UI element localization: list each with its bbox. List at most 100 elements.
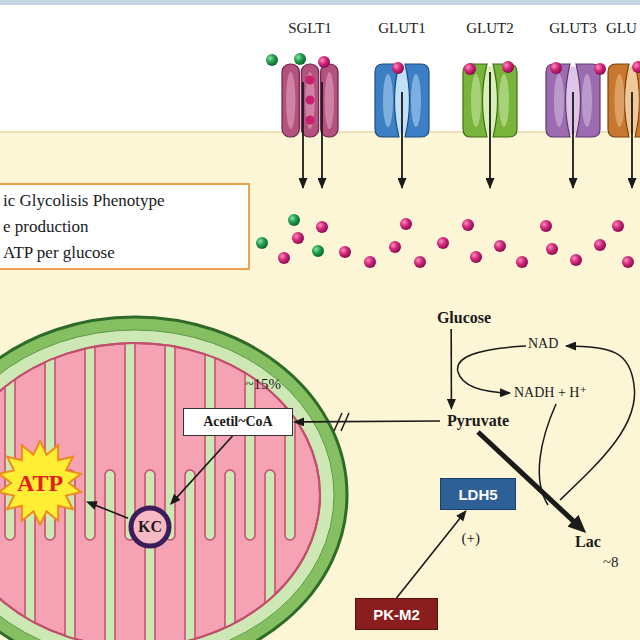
crista (265, 470, 275, 640)
metabolite-name: Pyruvate (447, 412, 509, 430)
glucose-molecule (318, 56, 330, 68)
sodium-ion (256, 237, 268, 249)
glucose-molecule (437, 237, 449, 249)
intermembrane-space (0, 330, 334, 640)
crista (105, 470, 115, 640)
transporter-protein: SGLT1 (278, 18, 342, 140)
glucose-molecule (464, 63, 476, 75)
transporter-protein: GLUT2 (460, 18, 520, 140)
enzyme-name: LDH5 (458, 486, 497, 503)
transporter-protein: GLU (605, 18, 640, 140)
phenotype-box: ic Glycolisis Phenotypee productionATP p… (0, 183, 250, 270)
glucose-molecule (502, 61, 514, 73)
transport-arrow (321, 82, 323, 188)
cycle-line (539, 404, 556, 505)
break-stroke (334, 413, 342, 431)
transporter-label: GLUT2 (460, 20, 520, 37)
phenotype-text: ic Glycolisis Phenotype (3, 188, 164, 214)
glucose-molecule (550, 62, 562, 74)
glucose-molecule (392, 62, 404, 74)
glucose-molecule (292, 232, 304, 244)
krebs-cycle: KC (128, 505, 172, 549)
metabolite-name: Glucose (437, 309, 491, 327)
outer-membrane (0, 317, 347, 640)
transporter-shape (460, 18, 520, 140)
transporter-shape (543, 18, 603, 140)
glucose-molecule (570, 254, 582, 266)
glucose-molecules (256, 53, 640, 268)
top-strip (0, 0, 640, 5)
transporter-label: GLUT1 (372, 20, 432, 37)
glucose-molecule (494, 240, 506, 252)
break-mark (334, 413, 349, 431)
mitochondrion (0, 317, 347, 640)
glucose-molecule (364, 256, 376, 268)
glucose-molecule (278, 252, 290, 264)
transporter-protein: GLUT3 (543, 18, 603, 140)
flow-arrow (397, 516, 462, 598)
transport-arrow (401, 92, 403, 188)
transport-arrows (303, 72, 632, 188)
metabolite-name: ~8 (603, 554, 619, 571)
glucose-molecule (316, 221, 328, 233)
cofactor-label: NAD (528, 336, 558, 352)
metabolite-name: Acetil~CoA (203, 414, 272, 430)
atp-starburst: ATP (0, 440, 86, 526)
flow-arrow (93, 504, 128, 518)
flow-arrow (301, 420, 440, 422)
phenotype-text: ATP per glucose (3, 240, 115, 266)
glucose-molecule (612, 220, 624, 232)
edge-label: (+) (462, 530, 480, 547)
glucose-molecule (389, 241, 401, 253)
extracellular-space (0, 0, 640, 132)
cell-membrane (0, 131, 640, 133)
main-flux-arrow (478, 432, 576, 523)
acetyl-coa-box: Acetil~CoA (183, 408, 293, 436)
metabolite-name: Lac (575, 533, 601, 551)
inner-membrane (0, 343, 320, 640)
metabolite: Lac~8 (575, 533, 640, 579)
edge-label: ~15% (246, 376, 282, 393)
transporter-protein: GLUT1 (372, 18, 432, 140)
enzyme-box: LDH5 (440, 478, 516, 510)
cycle-arrow (560, 346, 635, 500)
transporter-label: GLUT3 (543, 20, 603, 37)
glucose-molecule (622, 256, 634, 268)
crista (165, 320, 175, 540)
glucose-molecule (414, 256, 426, 268)
cycle-label: KC (138, 518, 162, 536)
sodium-ion (288, 214, 300, 226)
crista (125, 320, 135, 540)
cofactor-label: NADH + H⁺ (514, 384, 587, 401)
enzyme-box: PK-M2 (355, 598, 438, 630)
glucose-molecule (516, 256, 528, 268)
glucose-molecule (462, 219, 474, 231)
crista (85, 320, 95, 540)
glucose-molecule (594, 239, 606, 251)
transport-arrow (489, 72, 491, 188)
glucose-molecule (470, 251, 482, 263)
glucose-molecule (632, 61, 640, 73)
transporter-label: SGLT1 (278, 20, 342, 37)
transporter-shape (372, 18, 432, 140)
enzyme-name: PK-M2 (373, 606, 420, 623)
glucose-molecule (540, 220, 552, 232)
crista (185, 470, 195, 640)
crista (225, 470, 235, 640)
transporter-shape (605, 18, 640, 140)
transporter-shape (278, 18, 342, 140)
nad-cycle (458, 346, 635, 505)
glucose-molecule (339, 246, 351, 258)
phenotype-text: e production (3, 214, 88, 240)
sodium-ion (294, 53, 306, 65)
metabolite: Pyruvate (440, 410, 516, 432)
transport-arrow (302, 82, 304, 188)
mitochondrial-matrix (0, 343, 320, 640)
sodium-ion (266, 54, 278, 66)
metabolite: Glucose (432, 307, 496, 329)
cristae (0, 320, 295, 640)
